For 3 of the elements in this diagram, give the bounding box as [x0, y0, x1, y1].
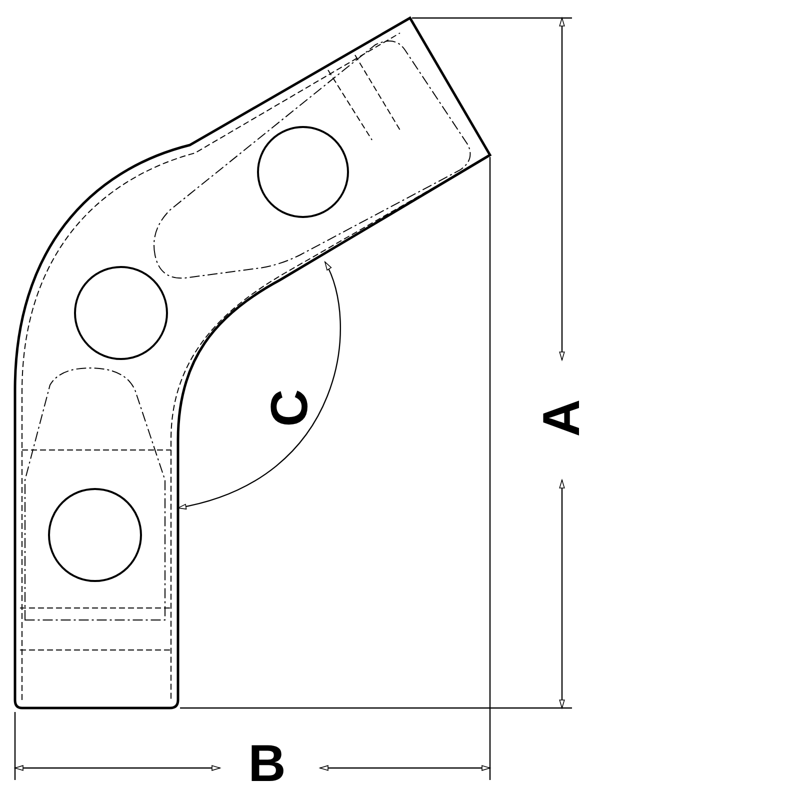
dimension-label: B	[248, 738, 286, 790]
dimension-label: A	[536, 399, 588, 437]
dimension-label: C	[264, 389, 316, 427]
